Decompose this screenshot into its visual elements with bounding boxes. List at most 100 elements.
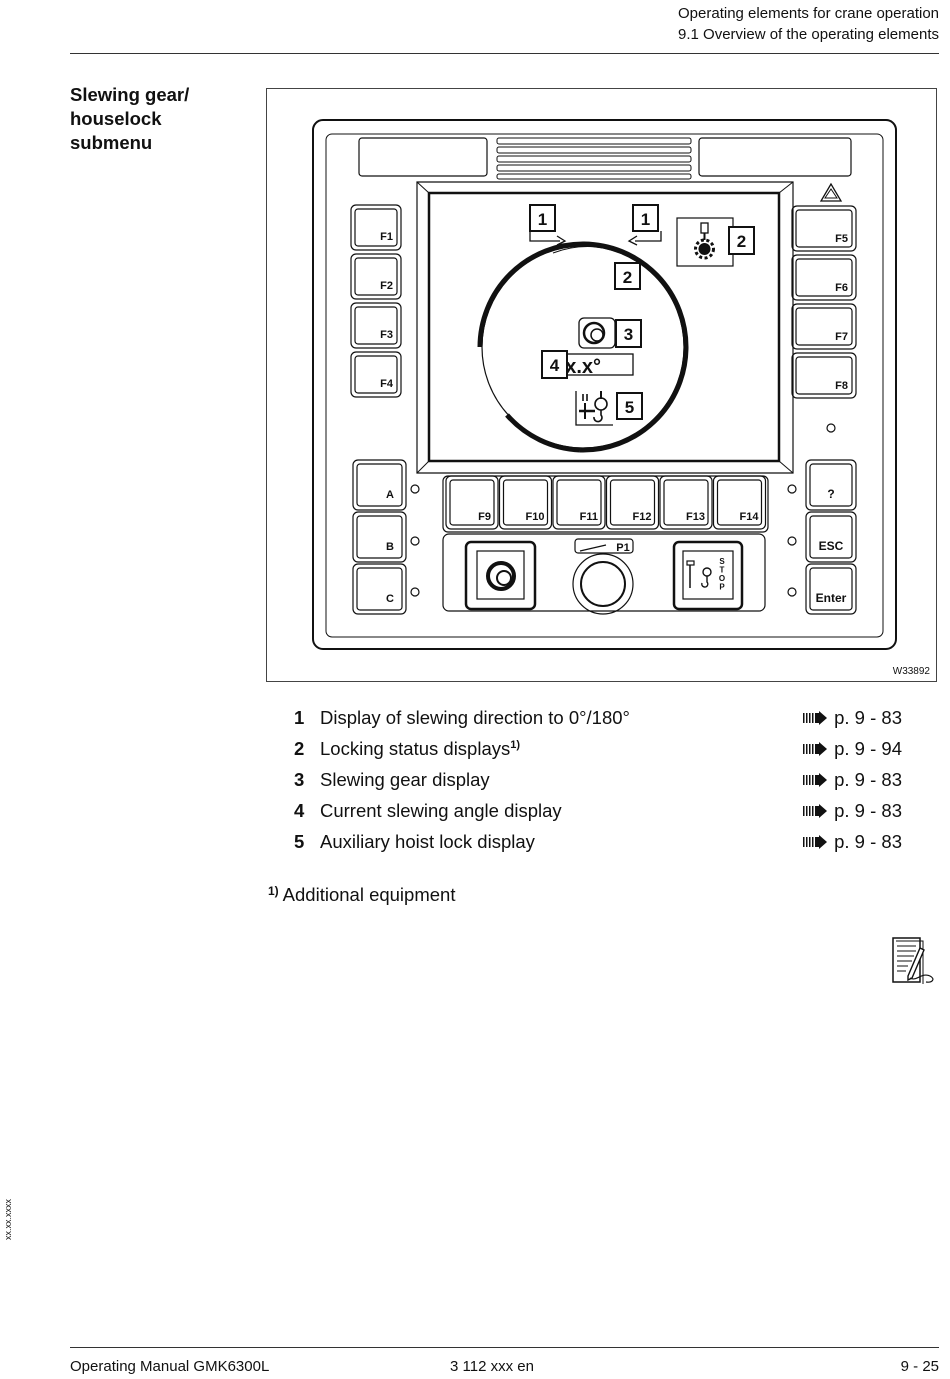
key-a[interactable]: A — [352, 459, 407, 511]
indicator-led — [787, 484, 797, 494]
callout-1a: 1 — [538, 210, 547, 229]
key-f2[interactable]: F2 — [350, 253, 402, 300]
legend-list: 1 Display of slewing direction to 0°/180… — [294, 706, 902, 861]
page-reference-link[interactable]: p. 9 - 94 — [834, 738, 902, 759]
callout-5: 5 — [625, 398, 634, 417]
indicator-led — [410, 484, 420, 494]
gear-lock-icon — [694, 222, 715, 260]
key-f7[interactable]: F7 — [791, 303, 857, 350]
legend-number: 3 — [294, 769, 305, 790]
legend-number: 2 — [294, 738, 305, 759]
legend-item: 1 Display of slewing direction to 0°/180… — [294, 706, 902, 737]
svg-text:F7: F7 — [835, 331, 848, 343]
page-reference-link[interactable]: p. 9 - 83 — [834, 707, 902, 728]
legend-item: 5 Auxiliary hoist lock display p. 9 - 83 — [294, 830, 902, 861]
header-rule — [70, 53, 939, 54]
svg-text:T: T — [720, 566, 725, 575]
esc-key[interactable]: ESC — [805, 511, 857, 563]
svg-text:F11: F11 — [580, 511, 598, 523]
svg-text:ESC: ESC — [819, 539, 844, 553]
indicator-led — [787, 587, 797, 597]
key-f10[interactable]: F10 — [498, 475, 553, 530]
key-b[interactable]: B — [352, 511, 407, 563]
legend-text: Current slewing angle display — [320, 800, 562, 821]
key-f13[interactable]: F13 — [659, 475, 713, 530]
key-f11[interactable]: F11 — [552, 475, 606, 530]
indicator-led — [410, 587, 420, 597]
footnote-mark: 1) — [268, 884, 279, 898]
indicator-led — [787, 536, 797, 546]
key-f8[interactable]: F8 — [791, 352, 857, 399]
svg-text:F5: F5 — [835, 233, 848, 245]
callout-2a: 2 — [737, 232, 746, 251]
svg-text:S: S — [719, 557, 725, 566]
key-c[interactable]: C — [352, 563, 407, 615]
legend-text: Auxiliary hoist lock display — [320, 831, 535, 852]
document-code: xx.xx.xxxx — [3, 1198, 13, 1240]
help-key[interactable]: ? — [805, 459, 857, 511]
page-reference-link[interactable]: p. 9 - 83 — [834, 831, 902, 852]
callout-1b: 1 — [641, 210, 650, 229]
callout-4: 4 — [550, 356, 560, 375]
key-f1[interactable]: F1 — [350, 204, 402, 251]
svg-text:F12: F12 — [633, 511, 652, 523]
key-f5[interactable]: F5 — [791, 205, 857, 252]
key-f4[interactable]: F4 — [350, 351, 402, 398]
footnote: 1)Additional equipment — [268, 884, 455, 906]
svg-text:?: ? — [827, 487, 834, 501]
svg-text:Enter: Enter — [816, 591, 847, 605]
svg-text:F4: F4 — [380, 378, 394, 390]
footnote-ref: 1) — [510, 738, 521, 751]
legend-text: Slewing gear display — [320, 769, 490, 790]
figure-id: W33892 — [892, 666, 930, 677]
footer-manual: Operating Manual GMK6300L — [70, 1358, 270, 1375]
legend-item: 3 Slewing gear display p. 9 - 83 — [294, 768, 902, 799]
arrow-ref-icon — [803, 804, 828, 818]
svg-text:F13: F13 — [686, 511, 705, 523]
legend-number: 1 — [294, 707, 305, 728]
enter-key[interactable]: Enter — [805, 563, 857, 615]
svg-text:B: B — [386, 541, 394, 553]
legend-item: 2 Locking status displays1) p. 9 - 94 — [294, 737, 902, 768]
key-f14[interactable]: F14 — [712, 475, 767, 530]
legend-item: 4 Current slewing angle display p. 9 - 8… — [294, 799, 902, 830]
hoist-lock-icon — [575, 391, 613, 426]
legend-number: 4 — [294, 800, 305, 821]
indicator-led — [410, 536, 420, 546]
note-pencil-icon — [892, 937, 934, 984]
legend-number: 5 — [294, 831, 305, 852]
page-reference-link[interactable]: p. 9 - 83 — [834, 769, 902, 790]
key-f12[interactable]: F12 — [605, 475, 660, 530]
key-f6[interactable]: F6 — [791, 254, 857, 301]
knob-label: P1 — [616, 542, 629, 554]
footer-page-number: 9 - 25 — [900, 1358, 939, 1375]
svg-text:F3: F3 — [380, 329, 393, 341]
svg-text:O: O — [719, 574, 725, 583]
arrow-ref-icon — [803, 835, 828, 849]
callout-2b: 2 — [623, 268, 632, 287]
key-f9[interactable]: F9 — [445, 475, 499, 530]
footnote-text: Additional equipment — [282, 884, 456, 905]
svg-text:F1: F1 — [380, 231, 393, 243]
svg-text:F14: F14 — [740, 511, 760, 523]
svg-text:A: A — [386, 489, 394, 501]
key-f3[interactable]: F3 — [350, 302, 402, 349]
svg-text:C: C — [386, 593, 394, 605]
svg-text:F9: F9 — [478, 511, 491, 523]
svg-text:P: P — [719, 583, 725, 592]
callout-3: 3 — [624, 325, 633, 344]
svg-text:F8: F8 — [835, 380, 848, 392]
svg-text:F10: F10 — [526, 511, 545, 523]
hazard-icon — [819, 182, 843, 202]
page-reference-link[interactable]: p. 9 - 83 — [834, 800, 902, 821]
footer-doc-number: 3 112 xxx en — [450, 1358, 534, 1375]
svg-text:F6: F6 — [835, 282, 848, 294]
legend-text: Locking status displays — [320, 738, 511, 759]
header-section: 9.1 Overview of the operating elements — [678, 26, 939, 43]
arrow-ref-icon — [803, 711, 828, 725]
svg-text:F2: F2 — [380, 280, 393, 292]
arrow-ref-icon — [803, 742, 828, 756]
page-header: Operating elements for crane operation 9… — [678, 3, 939, 45]
